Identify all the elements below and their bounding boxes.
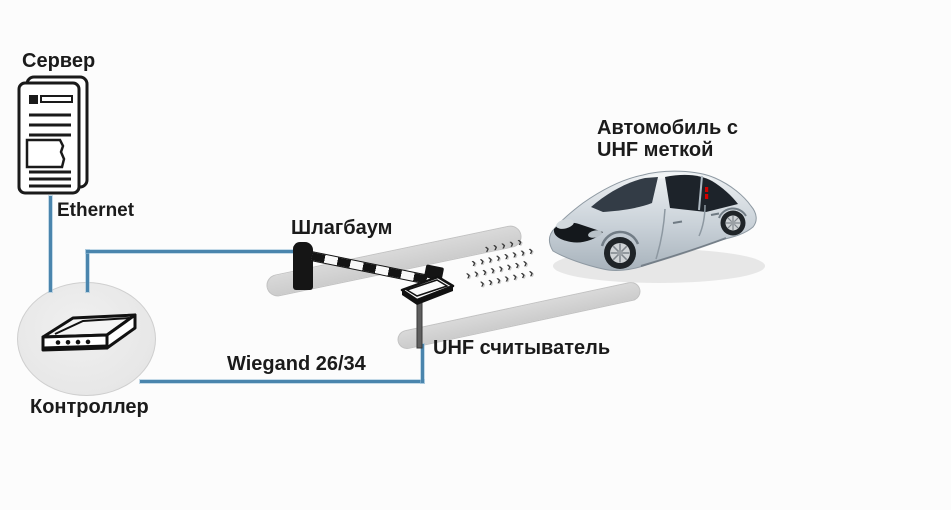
barrier-label: Шлагбаум	[291, 217, 393, 239]
wiegand-cable-horizontal	[140, 380, 424, 383]
car-label-line2: UHF меткой	[597, 139, 714, 161]
ethernet-cable	[49, 196, 52, 292]
server-icon	[17, 75, 89, 195]
barrier-cable-horizontal	[86, 250, 296, 253]
uhf-tag-marker	[705, 187, 709, 192]
car-label: Автомобиль с UHF меткой	[597, 117, 767, 161]
car-with-tag-image	[549, 170, 765, 283]
barrier-cable-vertical	[86, 250, 89, 292]
controller-label: Контроллер	[30, 396, 149, 418]
car-label-line1: Автомобиль с	[597, 117, 739, 139]
server-label: Сервер	[22, 50, 96, 72]
uhf-tag-marker	[705, 194, 709, 199]
uhf-reader-label: UHF считыватель	[433, 337, 611, 359]
wiegand-cable-vertical	[421, 344, 424, 383]
ethernet-label: Ethernet	[57, 200, 135, 221]
uhf-reader-icon	[400, 275, 455, 349]
barrier-post	[293, 242, 313, 290]
controller-box-icon	[41, 313, 137, 352]
wiegand-label: Wiegand 26/34	[227, 353, 366, 375]
